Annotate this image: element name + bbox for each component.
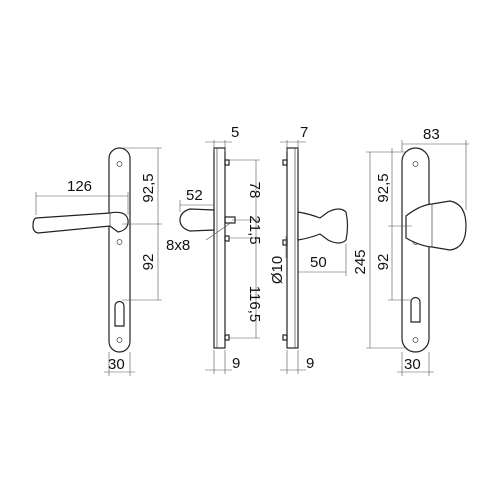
cylinder-keyhole <box>114 300 125 327</box>
dim-label-lever-lower: 92 <box>140 254 157 271</box>
lower-screw-hole <box>412 337 419 343</box>
knob-front-dimensions: 83 245 92,5 92 30 <box>352 126 469 376</box>
cylinder-keyhole <box>410 296 421 323</box>
dim-label-side-upper: 78 <box>246 182 263 199</box>
lever-arm <box>32 211 129 234</box>
knob-backplate <box>401 147 430 353</box>
dim-label-side-thickness-2: 7 <box>300 124 308 141</box>
side-knob <box>297 208 349 244</box>
dim-label-knob-plate-width: 30 <box>404 356 421 373</box>
dim-label-side-base-1: 9 <box>232 355 240 372</box>
dim-label-knob-lower: 92 <box>375 254 392 271</box>
side-screw-boss <box>282 159 288 166</box>
upper-screw-hole <box>412 161 419 167</box>
side-screw-boss <box>224 159 230 166</box>
lever-side-dimensions: 5 52 8x8 78 21,5 116,5 9 <box>166 124 263 374</box>
side-plate-1 <box>213 147 226 349</box>
side-lever-rose <box>179 208 215 232</box>
dim-label-knob-upper: 92,5 <box>375 173 392 202</box>
knob-side-dimensions: 7 Ø10 50 9 <box>269 124 347 374</box>
side-screw-boss <box>282 334 288 341</box>
dim-label-side-middle: 21,5 <box>246 215 263 244</box>
dim-label-side-thickness-1: 5 <box>231 124 239 141</box>
lever-handle-front-view <box>32 147 131 353</box>
dim-label-side-lower: 116,5 <box>246 286 263 322</box>
lever-side-view <box>179 147 236 349</box>
dim-spindle-leader <box>205 221 233 241</box>
knob-body <box>405 200 467 251</box>
dim-label-lever-upper: 92,5 <box>140 173 157 202</box>
middle-screw-hole <box>116 239 123 245</box>
knob-side-view <box>282 147 349 349</box>
side-screw-boss <box>282 239 288 246</box>
dim-label-lever-plate-width: 30 <box>108 356 125 373</box>
side-screw-boss <box>224 334 230 341</box>
dim-label-lever-length: 126 <box>67 178 92 195</box>
knob-front-view <box>401 147 467 353</box>
dim-label-knob-projection: 50 <box>310 254 327 271</box>
dim-label-knob-total-height: 245 <box>352 249 369 274</box>
side-plate-2 <box>286 147 299 349</box>
dim-label-spindle: 8x8 <box>166 237 190 254</box>
dim-label-side-base-2: 9 <box>306 355 314 372</box>
lever-dimensions: 126 92,5 92 30 <box>35 147 162 376</box>
lever-backplate <box>108 147 131 353</box>
dim-label-knob-diameter: Ø10 <box>269 256 286 284</box>
side-screw-boss <box>224 235 230 242</box>
dim-label-side-projection: 52 <box>186 187 203 204</box>
upper-screw-hole <box>116 161 123 167</box>
dim-label-knob-total-width: 83 <box>423 126 440 143</box>
lower-screw-hole <box>116 337 123 343</box>
